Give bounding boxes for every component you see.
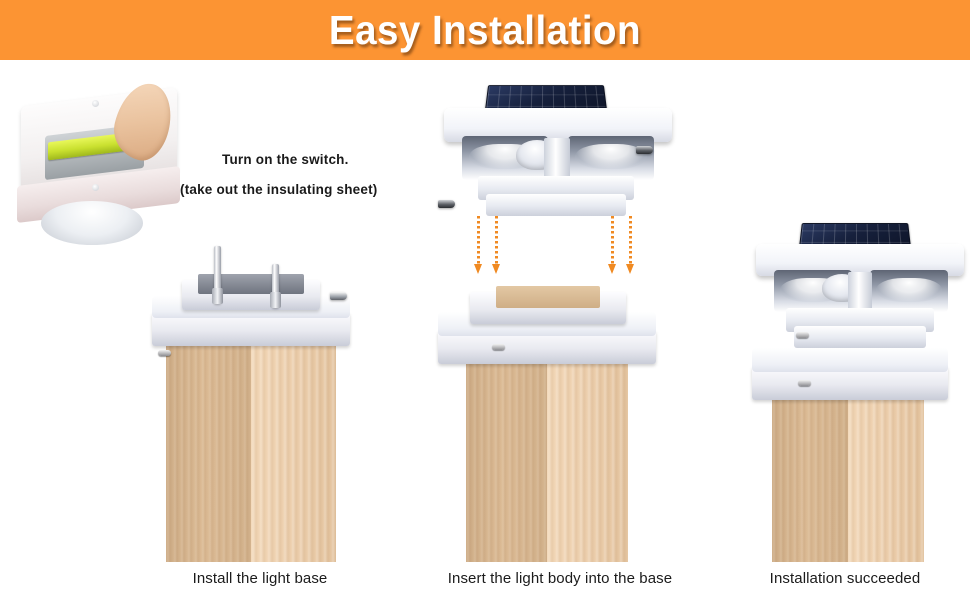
- page-title: Easy Installation: [328, 6, 642, 53]
- note-turn-on-switch: Turn on the switch.: [222, 152, 349, 167]
- step-3-caption: Installation succeeded: [769, 570, 921, 587]
- loose-screw-right: [330, 292, 347, 300]
- arrow-down-dashed-icon: [608, 216, 616, 274]
- light-base-cap: [438, 312, 656, 366]
- note-insulating-sheet: (take out the insulating sheet): [180, 182, 378, 197]
- wooden-post: [772, 388, 924, 562]
- housing-vent-dot: [92, 184, 100, 192]
- wooden-post: [466, 352, 628, 562]
- post-face-right: [251, 330, 336, 562]
- housing-screw-dot: [92, 100, 100, 108]
- lamp-insert-skirt: [486, 194, 626, 216]
- arrow-shaft: [629, 216, 632, 265]
- lamp-lens-right: [568, 136, 654, 180]
- arrow-down-dashed-icon: [474, 216, 482, 274]
- base-frame: [470, 282, 626, 330]
- cap-top-rim: [752, 348, 948, 372]
- post-side-screw: [798, 380, 811, 386]
- lens-dome: [41, 200, 144, 245]
- base-frame-opening: [496, 286, 600, 308]
- lamp-screw-right: [636, 146, 653, 154]
- wooden-post: [166, 330, 336, 562]
- arrow-shaft: [477, 216, 480, 265]
- arrow-head: [626, 264, 634, 274]
- post-side-screw: [158, 350, 171, 356]
- step-1-caption: Install the light base: [192, 570, 328, 587]
- light-body-floating: [438, 84, 676, 224]
- base-frame: [182, 272, 320, 314]
- light-housing-cutaway: [14, 77, 184, 248]
- header-banner: Easy Installation: [0, 0, 970, 60]
- switch-inset-illustration: [14, 77, 184, 248]
- mounting-rod-right: [270, 264, 281, 308]
- mounting-rod-left: [212, 246, 223, 304]
- lamp-insert-skirt: [794, 326, 926, 348]
- post-face-left: [466, 352, 547, 562]
- lamp-screw-left: [438, 200, 455, 208]
- lamp-lens-right: [870, 270, 948, 312]
- post-face-left: [166, 330, 251, 562]
- step-2-caption: Insert the light body into the base: [447, 570, 673, 587]
- arrow-head: [492, 264, 500, 274]
- arrow-shaft: [495, 216, 498, 265]
- post-side-screw: [492, 344, 505, 350]
- arrow-down-dashed-icon: [626, 216, 634, 274]
- post-face-right: [848, 388, 924, 562]
- arrow-down-dashed-icon: [492, 216, 500, 274]
- post-face-right: [547, 352, 628, 562]
- arrow-shaft: [611, 216, 614, 265]
- lamp-fixing-screw: [796, 332, 809, 338]
- post-face-left: [772, 388, 848, 562]
- arrow-head: [474, 264, 482, 274]
- arrow-head: [608, 264, 616, 274]
- light-base-cap: [752, 348, 948, 402]
- light-body-installed: [752, 222, 968, 354]
